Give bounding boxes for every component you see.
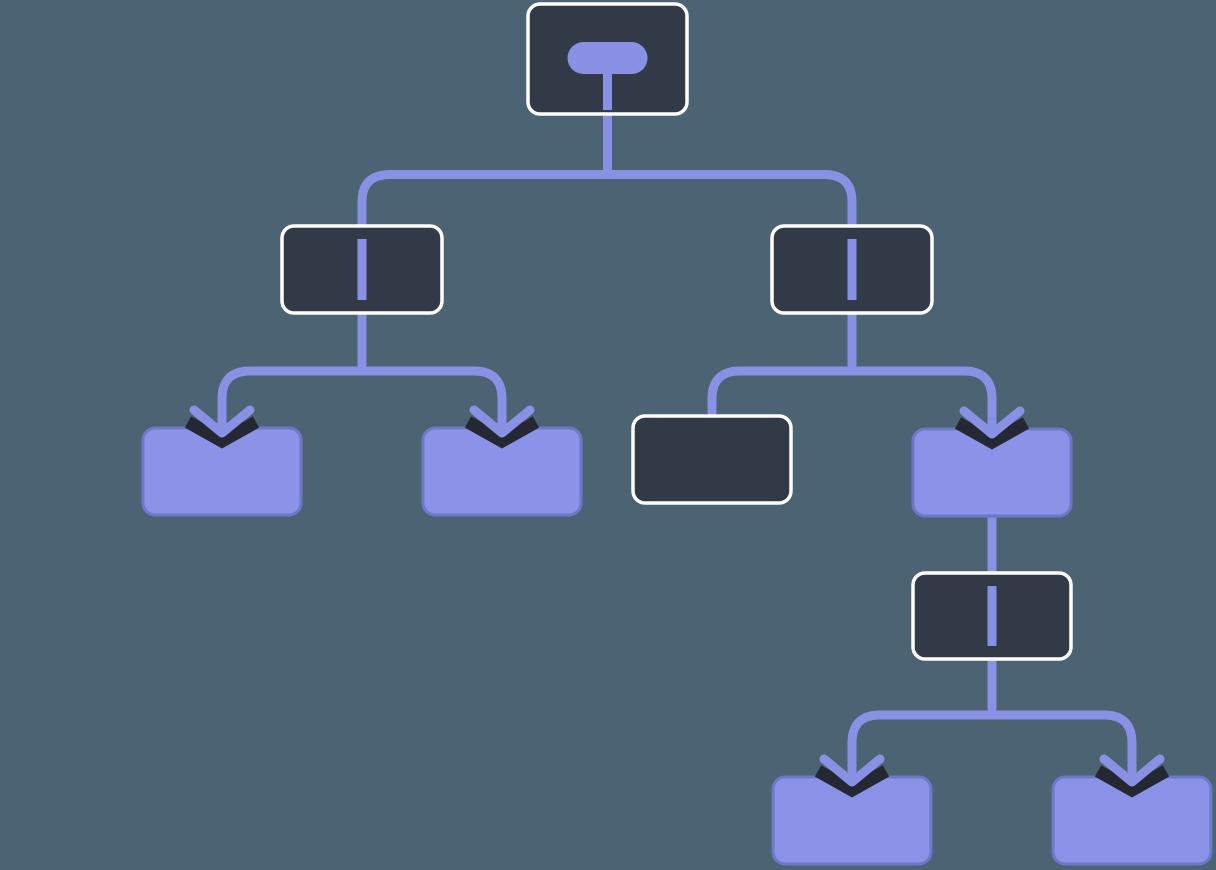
vertical-bar-icon — [357, 239, 367, 300]
chevron-down-shadow-icon — [1094, 765, 1170, 798]
chevron-down-arrow-icon — [1099, 754, 1165, 787]
chevron-down-shadow-icon — [184, 416, 260, 449]
node-root[interactable] — [526, 2, 689, 116]
pill-stem-icon — [603, 68, 612, 110]
vertical-bar-icon — [847, 239, 857, 300]
node-branch-lower[interactable] — [911, 571, 1073, 661]
connector-branch-bottom — [847, 710, 1137, 770]
node-dark-leaf[interactable] — [631, 414, 793, 505]
arrowhead-leaf-c — [954, 397, 1030, 450]
chevron-down-shadow-icon — [954, 417, 1030, 450]
node-branch-left[interactable] — [280, 224, 444, 315]
pill-icon — [567, 42, 648, 74]
arrowhead-leaf-d — [814, 745, 890, 798]
connector-branch-level1 — [357, 170, 857, 230]
connector-branch-left-subtree — [217, 366, 507, 421]
chevron-down-arrow-icon — [189, 405, 255, 438]
chevron-down-arrow-icon — [469, 405, 535, 438]
chevron-down-arrow-icon — [959, 406, 1025, 439]
connector-branch-right-subtree — [707, 366, 997, 422]
arrowhead-leaf-e — [1094, 745, 1170, 798]
chevron-down-shadow-icon — [464, 416, 540, 449]
connectors — [217, 112, 1137, 770]
node-branch-right[interactable] — [770, 224, 934, 315]
arrowhead-leaf-b — [464, 396, 540, 449]
vertical-bar-icon — [987, 586, 997, 646]
node-dark-leaf-box[interactable] — [631, 414, 793, 505]
chevron-down-shadow-icon — [814, 765, 890, 798]
arrowhead-leaf-a — [184, 396, 260, 449]
chevron-down-arrow-icon — [819, 754, 885, 787]
